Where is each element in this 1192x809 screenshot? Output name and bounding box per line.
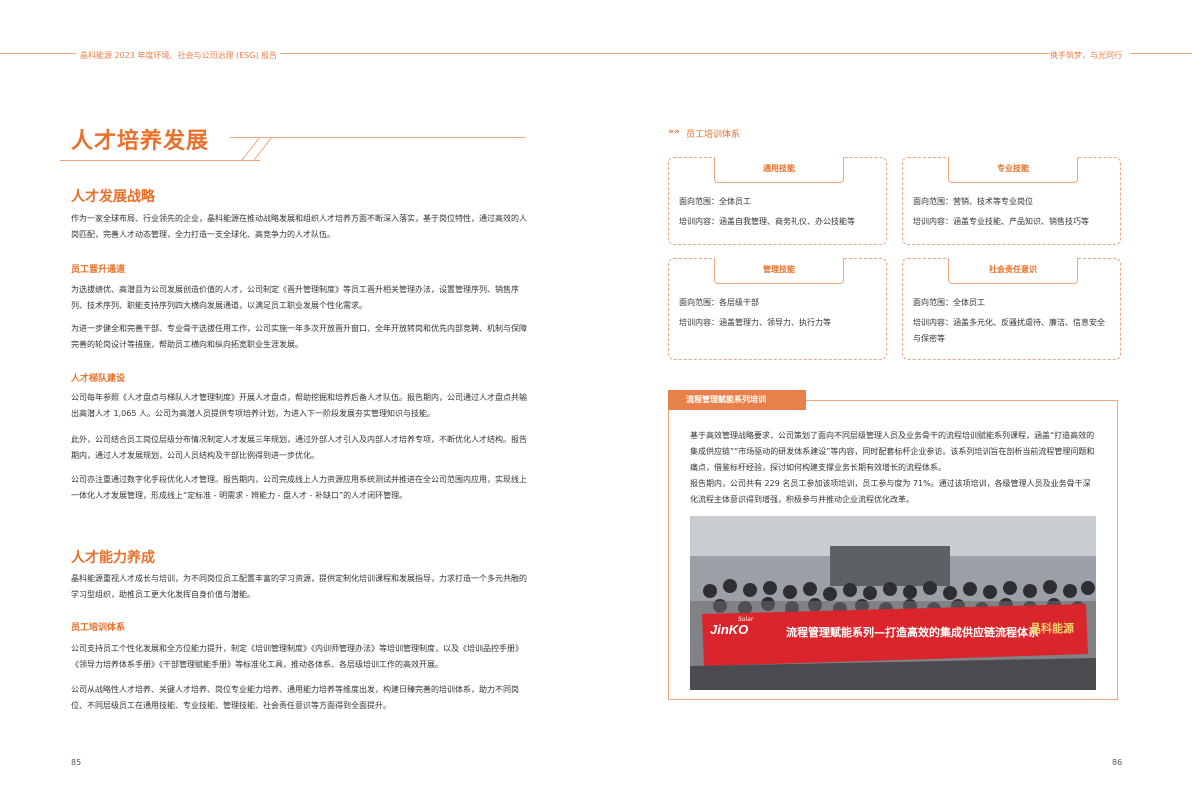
header-slogan: 携手筑梦，与光同行	[1050, 51, 1122, 60]
photo-logo-sub: Solar	[738, 616, 754, 623]
page-number-right: 86	[1112, 758, 1123, 767]
case-banner: 流程管理赋能系列培训	[668, 390, 806, 410]
section-title-training-system: 员工培训体系	[686, 130, 741, 140]
section-arrows-icon: »»	[668, 127, 680, 137]
group-photo-illustration	[690, 516, 1096, 690]
case-para-2: 报告期内，公司共有 229 名员工参加该项培训，员工参与度为 71%。通过该项培…	[690, 479, 1091, 504]
case-box	[668, 400, 1118, 700]
card-content: 培训内容：涵盖自我管理、商务礼仪、办公技能等	[679, 217, 855, 226]
heading-echelon: 人才梯队建设	[71, 374, 126, 384]
heading-promotion: 员工晋升通道	[71, 265, 126, 275]
group-photo: JinKO Solar 流程管理赋能系列—打造高效的集成供应链流程体系 晶科能源	[690, 516, 1096, 690]
card-scope: 面向范围：全体员工	[913, 298, 985, 307]
case-para-1: 基于高效管理战略要求，公司策划了面向不同层级管理人员及业务骨干的流程培训赋能系列…	[690, 431, 1095, 472]
card-scope: 面向范围：全体员工	[679, 197, 751, 206]
card-title: 专业技能	[948, 157, 1078, 183]
card-content: 培训内容：涵盖多元化、反骚扰虐待、廉洁、信息安全与保密等	[913, 318, 1105, 343]
card-scope: 面向范围：营销、技术等专业岗位	[913, 197, 1033, 206]
title-rule	[230, 137, 525, 138]
card-title: 通用技能	[714, 157, 844, 183]
echelon-para-2: 此外，公司结合员工岗位层级分布情况制定人才发展三年规划，通过外部人才引入及内部人…	[71, 435, 527, 460]
header-rule-mid	[280, 53, 1050, 54]
card-social-responsibility: 社会责任意识 面向范围：全体员工 培训内容：涵盖多元化、反骚扰虐待、廉洁、信息安…	[902, 258, 1121, 360]
title-underline	[60, 160, 260, 161]
card-content: 培训内容：涵盖专业技能、产品知识、销售技巧等	[913, 217, 1089, 226]
training-para-2: 公司从战略性人才培养、关键人才培养、岗位专业能力培养、通用能力培养等维度出发，构…	[71, 685, 519, 710]
capability-intro: 晶科能源重视人才成长与培训，为不同岗位员工配置丰富的学习资源，提供定制化培训课程…	[71, 574, 527, 599]
card-title: 社会责任意识	[948, 258, 1078, 284]
heading-training: 员工培训体系	[71, 623, 126, 633]
page-number-left: 85	[71, 758, 82, 767]
training-para-1: 公司支持员工个性化发展和全方位能力提升，制定《培训管理制度》《内训师管理办法》等…	[71, 644, 523, 669]
photo-logo: JinKO	[710, 622, 749, 637]
header-rule-left	[0, 53, 76, 54]
photo-banner-text: 流程管理赋能系列—打造高效的集成供应链流程体系	[786, 626, 1039, 639]
card-title: 管理技能	[714, 258, 844, 284]
card-management-skills: 管理技能 面向范围：各层级干部 培训内容：涵盖管理力、领导力、执行力等	[668, 258, 887, 360]
card-general-skills: 通用技能 面向范围：全体员工 培训内容：涵盖自我管理、商务礼仪、办公技能等	[668, 157, 887, 245]
echelon-para-3: 公司亦注重通过数字化手段优化人才管理。报告期内，公司完成线上人力资源应用系统测试…	[71, 475, 527, 500]
header-rule-right	[1130, 53, 1192, 54]
photo-logo-cn: 晶科能源	[1030, 622, 1074, 635]
promotion-para-2: 为进一步健全和完善干部、专业骨干选拔任用工作，公司实施一年多次开放晋升窗口、全年…	[71, 324, 527, 349]
promotion-para-1: 为选拔绩优、高潜且为公司发展创造价值的人才，公司制定《晋升管理制度》等员工晋升相…	[71, 285, 519, 310]
header-report-title: 晶科能源 2023 年度环境、社会与公司治理 (ESG) 报告	[80, 51, 278, 60]
echelon-para-1: 公司每年参照《人才盘点与梯队人才管理制度》开展人才盘点，帮助挖掘和培养后备人才队…	[71, 393, 527, 418]
card-scope: 面向范围：各层级干部	[679, 298, 759, 307]
card-professional-skills: 专业技能 面向范围：营销、技术等专业岗位 培训内容：涵盖专业技能、产品知识、销售…	[902, 157, 1121, 245]
heading-strategy: 人才发展战略	[71, 189, 155, 205]
title-decoration-lines	[241, 137, 273, 161]
page-title: 人才培养发展	[71, 129, 210, 154]
strategy-intro: 作为一家全球布局、行业领先的企业，晶科能源在推动战略发展和组织人才培养方面不断深…	[71, 214, 527, 239]
heading-capability: 人才能力养成	[71, 550, 155, 566]
card-content: 培训内容：涵盖管理力、领导力、执行力等	[679, 318, 831, 327]
